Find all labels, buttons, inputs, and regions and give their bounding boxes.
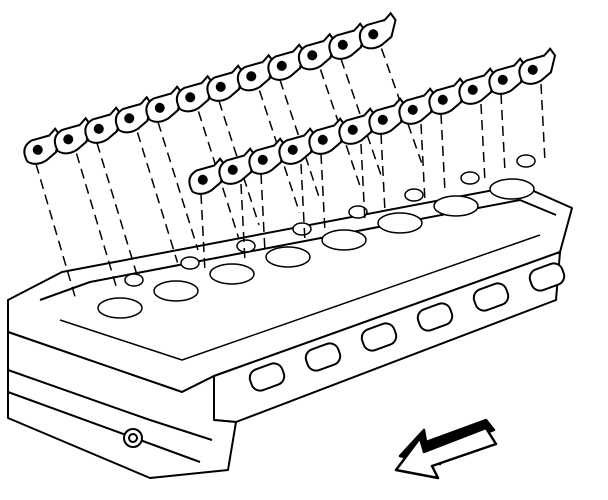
leader-line [500, 93, 506, 173]
front-bolt-hole-inner [128, 433, 138, 443]
exhaust-port [472, 282, 510, 312]
leader-line [300, 163, 306, 243]
valve-well-edge [39, 199, 557, 301]
rocker-pivot-bolt [215, 81, 226, 92]
leader-line [96, 142, 138, 276]
exhaust-port [248, 362, 286, 392]
exhaust-port [416, 302, 454, 332]
valve-spring-seat [489, 178, 535, 200]
leader-line [319, 69, 362, 188]
rocker-pivot-bolt [32, 144, 43, 155]
leader-line [480, 103, 486, 183]
lower-rocker-arm-row [188, 47, 557, 195]
rocker-pivot-bolt [467, 84, 478, 95]
rocker-pivot-bolt [368, 29, 379, 40]
rocker-pivot-bolt [527, 64, 538, 75]
rocker-pivot-bolt [497, 74, 508, 85]
rocker-arm [278, 127, 317, 165]
valve-stem-boss [460, 171, 480, 185]
rocker-pivot-bolt [347, 124, 358, 135]
exhaust-ports [248, 262, 566, 392]
rocker-pivot-bolt [93, 123, 104, 134]
valve-well-inner-edge [59, 234, 541, 361]
rocker-pivot-bolt [246, 71, 257, 82]
leader-line [420, 123, 426, 203]
leader-line [360, 143, 366, 223]
rocker-pivot-bolt [63, 134, 74, 145]
rocker-pivot-bolt [437, 94, 448, 105]
rocker-pivot-bolt [317, 134, 328, 145]
valve-spring-seat [153, 280, 199, 302]
valve-guides [97, 154, 536, 319]
leader-line [380, 48, 423, 163]
rocker-pivot-bolt [377, 114, 388, 125]
leader-line [279, 79, 321, 201]
head-base-rail-upper [7, 369, 213, 441]
leader-line [260, 173, 266, 253]
valve-spring-seat [377, 212, 423, 234]
leader-line [200, 193, 206, 273]
head-front-end [7, 331, 237, 479]
valve-stem-boss [404, 188, 424, 202]
rocker-pivot-bolt [407, 104, 418, 115]
exhaust-port [304, 342, 342, 372]
leader-line [440, 113, 446, 193]
valve-stem-boss [124, 273, 144, 287]
valve-stem-boss [236, 239, 256, 253]
leader-line [35, 163, 77, 301]
direction-arrow-icon [394, 418, 498, 480]
exhaust-port [360, 322, 398, 352]
rocker-pivot-bolt [197, 174, 208, 185]
valve-stem-boss [180, 256, 200, 270]
rocker-pivot-bolt [337, 39, 348, 50]
upper-rocker-arm-row [23, 11, 397, 165]
valve-spring-seat [209, 263, 255, 285]
valve-spring-seat [97, 297, 143, 319]
valve-spring-seat [321, 229, 367, 251]
leader-line [320, 153, 326, 233]
rocker-tip [383, 11, 397, 37]
leader-line [157, 121, 199, 251]
valve-spring-seat [265, 246, 311, 268]
rocker-pivot-bolt [287, 144, 298, 155]
rocker-pivot-bolt [154, 102, 165, 113]
arrow-face [394, 426, 498, 480]
rocker-pivot-bolt [185, 92, 196, 103]
leader-line [75, 153, 118, 288]
valve-spring-seat [433, 195, 479, 217]
leader-line [340, 58, 382, 176]
leader-line [136, 132, 179, 263]
rocker-pivot-bolt [227, 164, 238, 175]
leader-line [380, 133, 386, 213]
leader-line [540, 83, 546, 163]
rocker-pivot-bolt [276, 60, 287, 71]
rocker-pivot-bolt [124, 113, 135, 124]
valve-stem-boss [516, 154, 536, 168]
valve-stem-boss [292, 222, 312, 236]
rocker-pivot-bolt [257, 154, 268, 165]
leader-line [240, 183, 246, 263]
rocker-pivot-bolt [307, 50, 318, 61]
rocker-arm [358, 11, 397, 50]
exhaust-port [528, 262, 566, 292]
rocker-tip [543, 47, 557, 73]
rocker-arm [518, 47, 557, 85]
valve-stem-boss [348, 205, 368, 219]
